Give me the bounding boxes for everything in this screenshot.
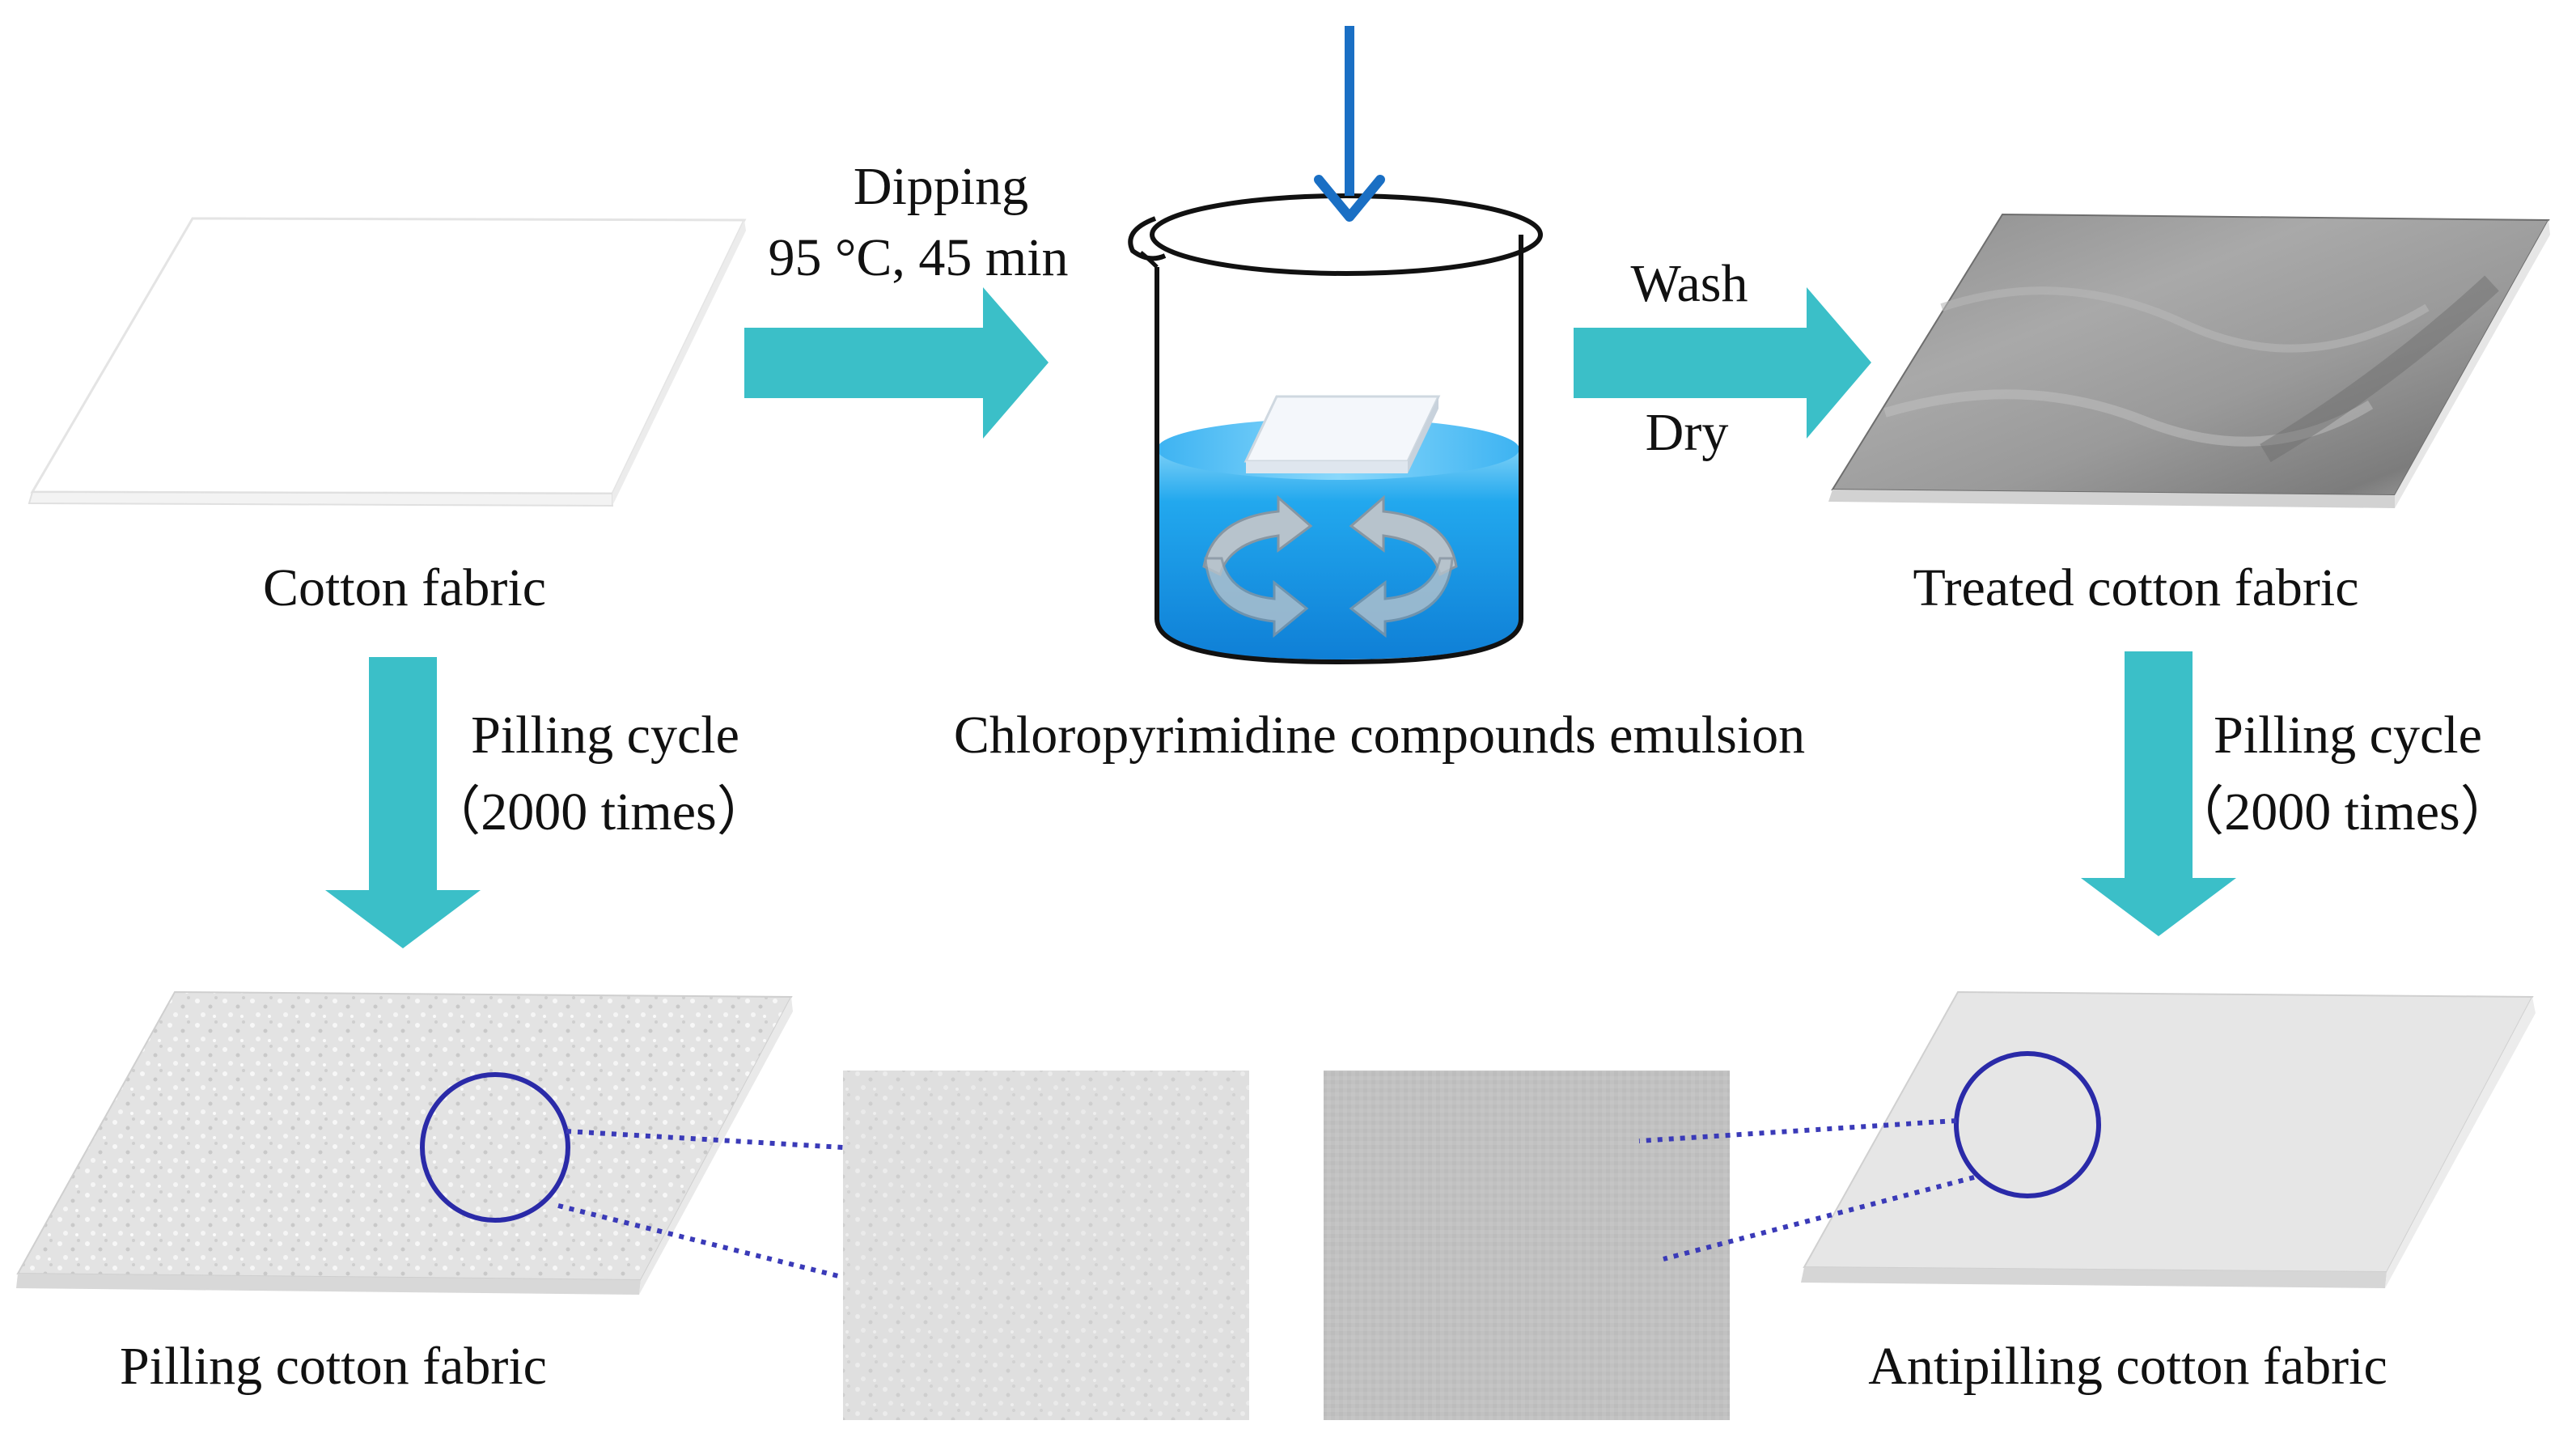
pilling-zoom-photo <box>843 1071 1249 1420</box>
input-arrow-icon <box>1314 26 1385 222</box>
stir-arrows-icon <box>1202 494 1458 638</box>
pilling-down-arrow-right-icon <box>2081 651 2236 936</box>
pilling-count-label-right: （2000 times） <box>2171 782 2514 842</box>
zoom-lines-left-icon <box>557 1129 900 1294</box>
antipilling-fabric-sheet-icon <box>1801 990 2536 1288</box>
antipilling-zoom-photo <box>1324 1071 1730 1420</box>
pilling-fabric-sheet-icon <box>16 990 793 1295</box>
pilling-count-label-left: （2000 times） <box>427 782 770 842</box>
magnifier-circle-right-icon <box>1954 1051 2101 1198</box>
wash-dry-arrow-icon <box>1574 287 1871 439</box>
dipping-conditions-label: 95 °C, 45 min <box>768 228 1068 287</box>
cotton-fabric-sheet-icon <box>28 217 747 507</box>
pilling-cycle-label-right: Pilling cycle <box>2214 706 2482 765</box>
beaker-icon <box>1128 193 1543 665</box>
wash-label: Wash <box>1631 254 1748 313</box>
pilling-down-arrow-left-icon <box>325 657 481 948</box>
emulsion-label: Chloropyrimidine compounds emulsion <box>954 706 1805 765</box>
treated-fabric-label: Treated cotton fabric <box>1913 558 2358 617</box>
dry-label: Dry <box>1646 403 1729 462</box>
dipping-arrow-icon <box>744 287 1049 439</box>
dipping-label: Dipping <box>854 157 1028 216</box>
cotton-fabric-label: Cotton fabric <box>263 558 546 617</box>
antipilling-fabric-label: Antipilling cotton fabric <box>1868 1337 2387 1396</box>
treated-fabric-sheet-icon <box>1828 213 2550 508</box>
pilling-cycle-label-left: Pilling cycle <box>471 706 739 765</box>
pilling-fabric-label: Pilling cotton fabric <box>120 1337 547 1396</box>
zoom-lines-right-icon <box>1638 1118 1975 1262</box>
magnifier-circle-left-icon <box>420 1072 570 1223</box>
fabric-sample-icon <box>1244 395 1441 473</box>
